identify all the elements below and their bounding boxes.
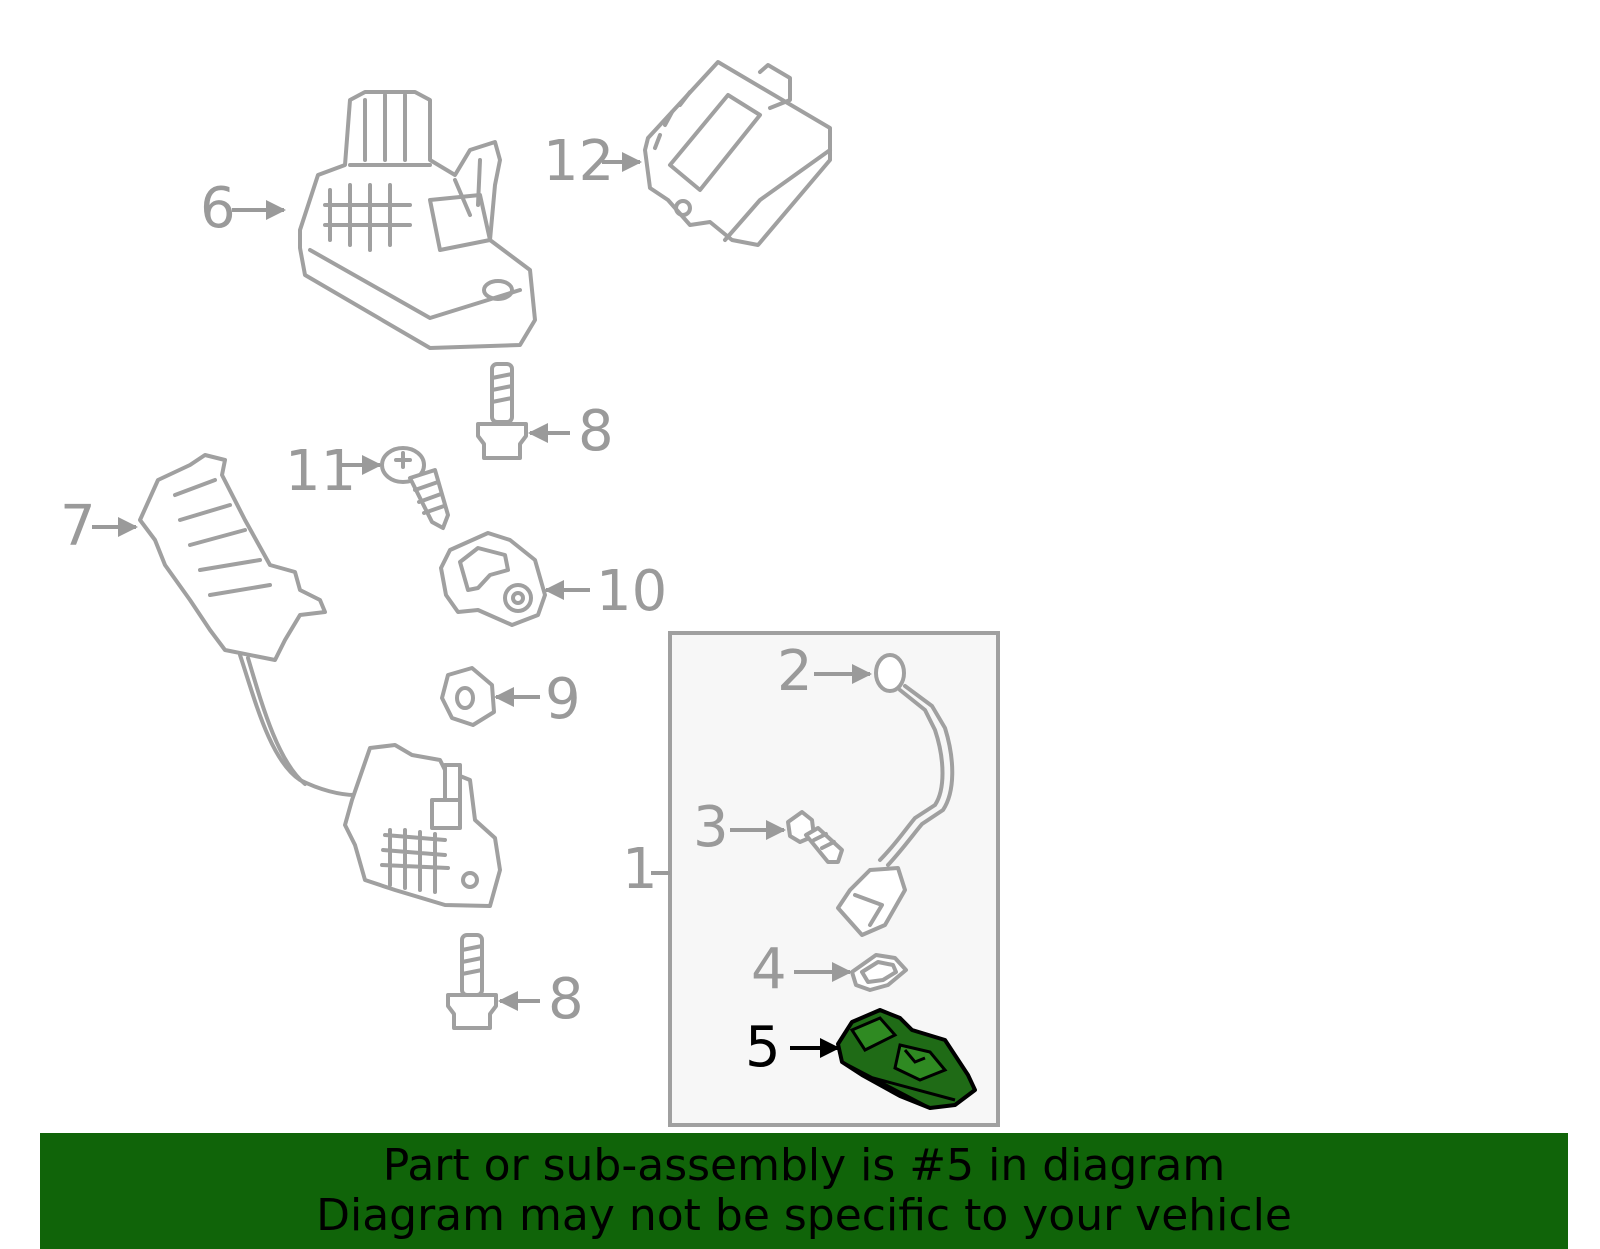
callout-6: 6	[200, 176, 236, 241]
part-8-bolt-upper	[476, 362, 528, 460]
callout-12: 12	[543, 129, 614, 194]
callout-11: 11	[285, 439, 356, 504]
part-9-nut	[440, 666, 496, 727]
callout-7: 7	[60, 494, 96, 559]
part-5-lamp-housing	[836, 1008, 977, 1110]
callout-2: 2	[777, 639, 813, 704]
callout-9: 9	[545, 667, 581, 732]
callout-3: 3	[693, 795, 729, 860]
callout-8-upper: 8	[578, 399, 614, 464]
part-10-bracket	[439, 531, 547, 627]
callout-4: 4	[751, 937, 787, 1002]
part-2-wire-harness	[836, 653, 955, 937]
part-6-shifter-housing	[298, 90, 537, 350]
banner-line-disclaimer: Diagram may not be specific to your vehi…	[316, 1190, 1292, 1241]
part-4-gasket	[850, 953, 908, 992]
callout-10: 10	[596, 559, 667, 624]
callout-5: 5	[745, 1015, 781, 1080]
part-7-shift-cable	[138, 453, 502, 908]
part-8-bolt-lower	[446, 933, 498, 1030]
callout-8-lower: 8	[548, 967, 584, 1032]
part-11-screw	[380, 446, 450, 530]
part-12-control-module	[643, 60, 832, 247]
callout-1: 1	[622, 837, 658, 902]
info-banner: Part or sub-assembly is #5 in diagram Di…	[40, 1133, 1568, 1249]
part-3-small-bolt	[786, 810, 844, 864]
banner-line-part: Part or sub-assembly is #5 in diagram	[382, 1140, 1226, 1191]
